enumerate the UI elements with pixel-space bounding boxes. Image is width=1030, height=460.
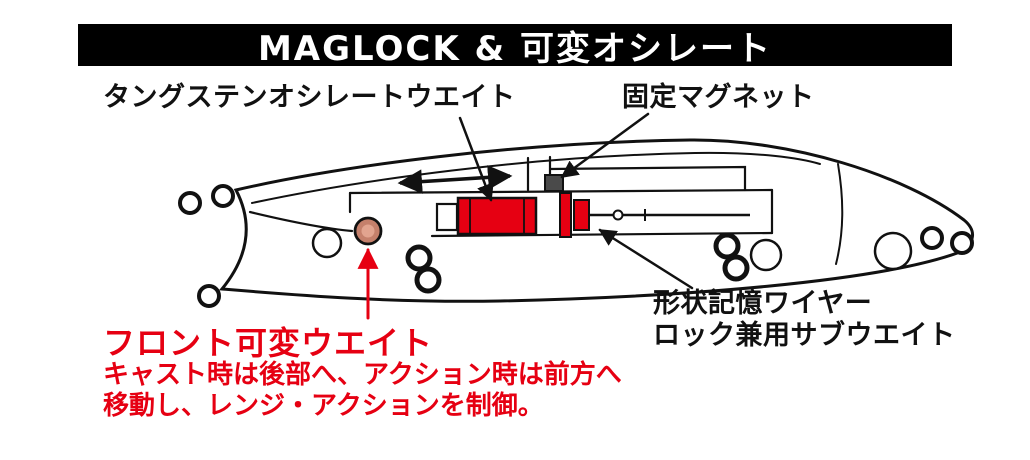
upper-guide-line	[548, 165, 747, 192]
leader-fixed-magnet	[560, 112, 650, 179]
head-divider-line	[835, 163, 844, 265]
front-weight-highlight	[361, 224, 375, 238]
weight-assembly	[435, 174, 750, 238]
sub-weight-rect-tall	[559, 192, 572, 238]
head-chamber-circle	[873, 231, 913, 271]
label-fixed-magnet: 固定マグネット	[622, 82, 815, 113]
label-tungsten-oscillate-weight: タングステンオシレートウエイト	[103, 82, 516, 113]
wire-bead	[612, 209, 624, 221]
tail-inner-line	[248, 210, 354, 233]
nose-eyelet-left	[920, 226, 944, 250]
label-shape-memory-wire-line2: ロック兼用サブウエイト	[653, 319, 956, 351]
title-banner: MAGLOCK & 可変オシレート	[78, 24, 952, 69]
rear-chamber-circle	[749, 238, 783, 272]
tungsten-weight-detail-lines	[469, 198, 525, 234]
tungsten-weight-rect	[456, 196, 538, 236]
belly-hanger-top	[405, 244, 433, 272]
tail-eyelet-upper-right	[211, 184, 235, 208]
front-weight-description: キャスト時は後部へ、アクション時は前方へ 移動し、レンジ・アクションを制御。	[103, 360, 622, 422]
oscillation-double-arrow	[397, 165, 513, 194]
front-weight	[353, 216, 383, 246]
tail-eyelet-lower	[197, 284, 221, 308]
lure-body	[219, 138, 974, 303]
rear-hanger-top	[713, 232, 741, 260]
front-weight-description-line1: キャスト時は後部へ、アクション時は前方へ	[103, 360, 622, 390]
leader-shape-memory-wire	[598, 228, 694, 290]
belly-hanger-bottom	[414, 266, 442, 294]
fixed-magnet-block	[544, 174, 564, 192]
leader-lines	[357, 112, 694, 320]
slider-block	[435, 202, 459, 232]
front-weight-description-line2: 移動し、レンジ・アクションを制御。	[103, 391, 544, 422]
label-shape-memory-wire-line1: 形状記憶ワイヤー	[653, 288, 873, 319]
tail-eyelet-upper-left	[178, 191, 202, 215]
lure-body-outline	[219, 138, 974, 303]
eyelets-and-hangers	[178, 184, 974, 308]
mid-body-circle	[311, 227, 343, 259]
label-front-variable-weight: フロント可変ウエイト	[103, 324, 434, 362]
label-shape-memory-wire: 形状記憶ワイヤー ロック兼用サブウエイト	[653, 288, 956, 352]
lure-back-seam-line	[251, 151, 821, 204]
rear-hanger-bottom	[722, 254, 750, 282]
sub-weight-rect-short	[573, 199, 590, 231]
nose-eyelet-right	[950, 231, 974, 255]
leader-tungsten-weight	[458, 116, 494, 202]
banner-title: MAGLOCK & 可変オシレート	[257, 28, 773, 69]
